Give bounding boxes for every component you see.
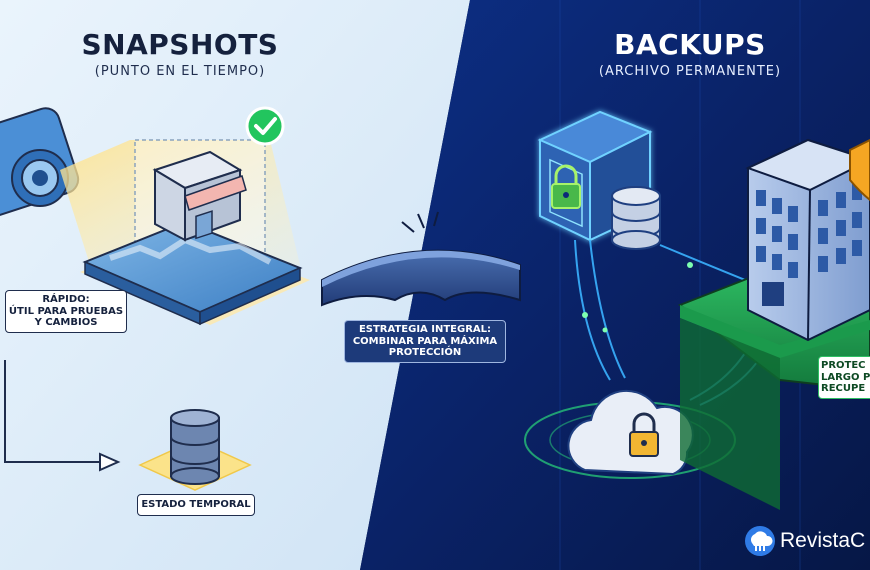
snapshots-note-line-2: ÚTIL PARA PRUEBAS [8,305,124,317]
bridge-label-line-1: ESTRATEGIA INTEGRAL: [358,324,492,335]
backups-subtitle: (ARCHIVO PERMANENTE) [598,64,782,79]
bridge-label-line-2: COMBINAR PARA MÁXIMA [352,335,498,347]
backups-note-line-1: PROTEC [821,360,866,371]
brand-name[interactable]: RevistaC [780,529,866,552]
padlock-icon [551,164,581,209]
building-icon [745,138,870,342]
snapshots-title: SNAPSHOTS [81,28,279,61]
cloud-icon [524,389,736,479]
bridge-icon [321,211,521,307]
flow-arrow [4,360,121,472]
backups-note-line-2: LARGO P [821,371,870,383]
snapshots-note-line-1: RÁPIDO: [42,294,90,305]
store-icon [152,150,247,242]
brand-icon [745,526,775,556]
state-label: ESTADO TEMPORAL [137,494,255,516]
bridge-label: ESTRATEGIA INTEGRAL: COMBINAR PARA MÁXIM… [344,320,506,363]
backups-title: BACKUPS [614,28,766,61]
backups-note: PROTEC LARGO P RECUPE [818,356,870,399]
cable-sparks [582,262,693,333]
check-icon [245,106,285,146]
snapshots-note: RÁPIDO: ÚTIL PARA PRUEBAS Y CAMBIOS [5,290,127,333]
camera-icon [0,107,80,217]
database-icon-2 [611,186,661,250]
snapshots-note-line-3: Y CAMBIOS [34,317,98,328]
backups-note-line-3: RECUPE [821,383,866,394]
bridge-label-line-3: PROTECCIÓN [388,347,462,358]
brand-logo: RevistaC [744,524,870,558]
snapshots-subtitle: (PUNTO EN EL TIEMPO) [94,64,266,79]
database-icon [138,409,252,491]
